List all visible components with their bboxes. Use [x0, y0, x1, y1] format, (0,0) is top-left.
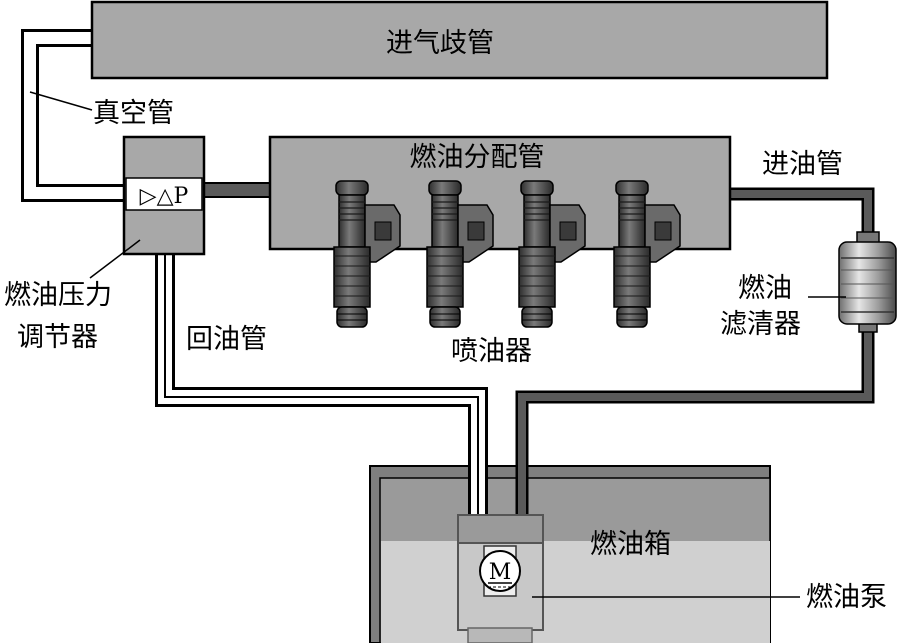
return-pipe-label: 回油管 — [186, 324, 267, 355]
fuel-filter — [838, 231, 897, 333]
vacuum-tube-label: 真空管 — [93, 98, 174, 129]
fuel-pump-label: 燃油泵 — [806, 582, 887, 613]
fuel-injector — [613, 180, 681, 328]
fuel-rail-label: 燃油分配管 — [410, 142, 545, 173]
regulator-symbol: ▷△P — [140, 184, 189, 209]
regulator-label-line1: 燃油压力 — [4, 280, 112, 311]
fuel-pump: M — [457, 514, 544, 643]
fuel-tank — [369, 465, 771, 643]
motor-symbol-circle — [479, 550, 521, 592]
intake-manifold: 进气歧管 — [90, 0, 829, 80]
pressure-regulator: ▷△P — [122, 135, 206, 256]
fuel-injector — [333, 180, 401, 328]
filter-label-line2: 滤清器 — [720, 309, 801, 340]
motor-symbol: M — [489, 560, 512, 585]
injectors-label: 喷油器 — [451, 336, 532, 367]
injector-group — [333, 180, 681, 328]
inlet-pipe-label: 进油管 — [762, 149, 843, 180]
filter-label-line1: 燃油 — [738, 273, 792, 304]
vacuum-leader — [29, 91, 93, 111]
inlet-pipe — [730, 187, 875, 240]
intake-manifold-label: 进气歧管 — [386, 28, 494, 59]
fuel-injector — [426, 180, 494, 328]
fuel-injector — [518, 180, 586, 328]
regulator-label-line2: 调节器 — [17, 322, 98, 353]
regulator-leader — [89, 239, 141, 279]
fuel-tank-label: 燃油箱 — [590, 529, 671, 560]
